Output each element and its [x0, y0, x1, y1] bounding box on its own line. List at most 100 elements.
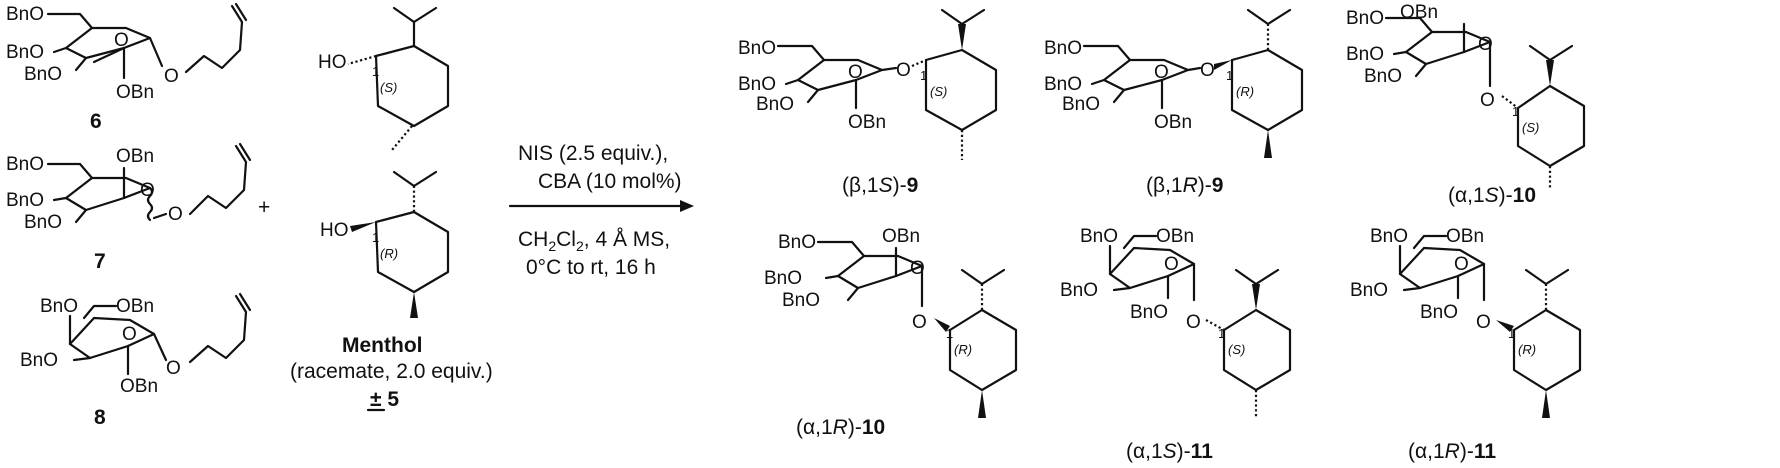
glycosidic-oxygen: O [1200, 60, 1215, 81]
ring-oxygen: O [1478, 34, 1493, 55]
stereo-label: (R) [954, 342, 972, 357]
glycosidic-oxygen: O [164, 66, 179, 87]
locant-label: 1 [1218, 326, 1225, 341]
atom-bno: BnO [738, 38, 776, 59]
atom-bno: BnO [6, 4, 44, 25]
atom-bno: BnO [738, 74, 776, 95]
atom-bno: BnO [778, 232, 816, 253]
atom-bno: BnO [1346, 44, 1384, 65]
stereo-label: (S) [1228, 342, 1245, 357]
compound-number-7: 7 [94, 250, 106, 273]
menthol-number: ± 5 [370, 388, 399, 411]
ring-oxygen: O [1164, 254, 1179, 275]
product-beta-1r-9: BnO BnO BnO OBn O O 1 (R) (β,1R)-9 [1044, 8, 1304, 197]
atom-bno: BnO [1420, 302, 1458, 323]
ring-oxygen: O [140, 180, 155, 201]
glycosidic-oxygen: O [1480, 90, 1495, 111]
stereo-label: (R) [1518, 342, 1536, 357]
product-label: (α,1S)-11 [1126, 440, 1213, 463]
atom-bno: BnO [1044, 38, 1082, 59]
atom-obn: OBn [116, 296, 154, 317]
atom-bno: BnO [782, 290, 820, 311]
donor-8-structure: BnO OBn BnO OBn O O 8 [20, 292, 252, 429]
hydroxyl-label: HO [320, 220, 349, 241]
product-label: (β,1S)-9 [842, 174, 918, 197]
atom-bno: BnO [1044, 74, 1082, 95]
atom-bno: BnO [20, 350, 58, 371]
atom-bno: BnO [6, 42, 44, 63]
ring-oxygen: O [114, 30, 129, 51]
atom-bno: BnO [1364, 66, 1402, 87]
plus-sign: + [258, 196, 270, 219]
stereo-r-label: (R) [380, 246, 398, 261]
atom-bno: BnO [6, 154, 44, 175]
menthol-s-structure: HO 1 (S) [318, 6, 450, 151]
product-alpha-1s-11: BnO OBn BnO BnO O O 1 (S) (α,1S)-11 [1060, 226, 1292, 463]
ring-oxygen: O [1454, 254, 1469, 275]
atom-obn: OBn [882, 226, 920, 247]
locant-label: 1 [372, 230, 379, 245]
product-label: (α,1R)-11 [1408, 440, 1496, 463]
atom-bno: BnO [24, 64, 62, 85]
atom-obn: OBn [116, 146, 154, 167]
hydroxyl-label: HO [318, 52, 347, 73]
atom-bno: BnO [1062, 94, 1100, 115]
reagent-line-2: CBA (10 mol%) [538, 170, 682, 193]
atom-bno: BnO [40, 296, 78, 317]
arrow-head [680, 200, 694, 212]
locant-label: 1 [1508, 326, 1515, 341]
product-beta-1s-9: BnO BnO BnO OBn O O 1 (S) (β,1S)-9 [738, 8, 998, 197]
atom-obn: OBn [1154, 112, 1192, 133]
locant-label: 1 [372, 64, 379, 79]
product-alpha-1r-10: BnO OBn BnO BnO O O 1 (R) (α,1R)-10 [764, 226, 1018, 439]
donor-7-structure: BnO OBn BnO BnO O O 7 [6, 142, 252, 273]
atom-bno: BnO [24, 212, 62, 233]
menthol-name: Menthol [342, 334, 422, 357]
atom-bno: BnO [1060, 280, 1098, 301]
compound-number-6: 6 [90, 110, 102, 133]
glycosidic-oxygen: O [1186, 312, 1201, 333]
atom-obn: OBn [848, 112, 886, 133]
ring-oxygen: O [122, 324, 137, 345]
ring-oxygen: O [848, 62, 863, 83]
ring-oxygen: O [1154, 62, 1169, 83]
glycosidic-oxygen: O [166, 358, 181, 379]
product-label: (β,1R)-9 [1146, 174, 1223, 197]
stereo-label: (R) [1236, 84, 1254, 99]
reagent-solvent: CH2Cl2, 4 Å MS, [518, 228, 670, 254]
locant-label: 1 [946, 326, 953, 341]
product-alpha-1r-11: BnO OBn BnO BnO O O 1 (R) (α,1R)-11 [1350, 226, 1582, 463]
product-label: (α,1S)-10 [1448, 184, 1536, 207]
menthol-r-structure: HO 1 (R) [320, 170, 450, 318]
reagent-line-1: NIS (2.5 equiv.), [518, 142, 668, 165]
atom-bno: BnO [1346, 8, 1384, 29]
compound-number-8: 8 [94, 406, 106, 429]
glycosidic-oxygen: O [1476, 312, 1491, 333]
stereo-label: (S) [1522, 120, 1539, 135]
glycosidic-oxygen: O [168, 204, 183, 225]
product-label: (α,1R)-10 [796, 416, 885, 439]
atom-obn: OBn [120, 376, 158, 397]
atom-bno: BnO [6, 190, 44, 211]
ring-oxygen: O [910, 258, 925, 279]
atom-bno: BnO [1350, 280, 1388, 301]
atom-bno: BnO [764, 268, 802, 289]
atom-obn: OBn [1400, 2, 1438, 23]
stereo-label: (S) [930, 84, 947, 99]
product-alpha-1s-10: OBn BnO BnO BnO O O 1 (S) (α,1S)-10 [1346, 2, 1586, 207]
locant-label: 1 [1226, 68, 1233, 83]
atom-bno: BnO [756, 94, 794, 115]
locant-label: 1 [920, 68, 927, 83]
glycosidic-oxygen: O [912, 312, 927, 333]
stereo-s-label: (S) [380, 80, 397, 95]
atom-obn: OBn [1156, 226, 1194, 247]
reagent-line-4: 0°C to rt, 16 h [526, 256, 656, 279]
menthol-note: (racemate, 2.0 equiv.) [290, 360, 493, 383]
atom-bno: BnO [1080, 226, 1118, 247]
locant-label: 1 [1512, 104, 1519, 119]
atom-obn: OBn [116, 82, 154, 103]
atom-obn: OBn [1446, 226, 1484, 247]
atom-bno: BnO [1130, 302, 1168, 323]
donor-6-structure: BnO BnO BnO OBn O O 6 [6, 2, 248, 133]
